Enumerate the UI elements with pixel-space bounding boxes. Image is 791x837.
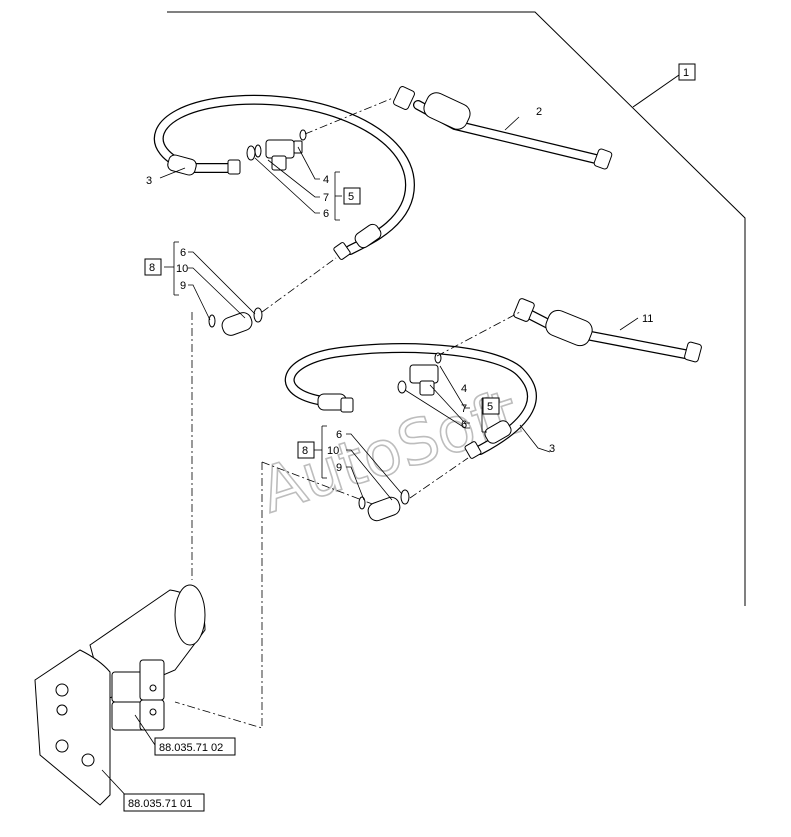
callout-7-upper: 7 [323, 192, 329, 204]
callout-2: 2 [536, 106, 542, 118]
callout-1: 1 [678, 63, 696, 81]
callout-8-lower-text: 8 [302, 445, 308, 457]
tee-fitting-lower [397, 352, 442, 396]
elbow-fitting-lower [358, 489, 410, 522]
callout-9-upper: 9 [180, 280, 186, 292]
callout-6-upper: 6 [323, 208, 329, 220]
hose-2-fittings [393, 86, 613, 170]
callout-10-lower: 10 [327, 445, 339, 457]
connection-lines-lower [261, 311, 521, 506]
callout-8-upper-text: 8 [149, 262, 155, 274]
callout-6-lower: 6 [461, 419, 467, 431]
callout-5-lower: 5 [482, 397, 500, 415]
reference-lower[interactable]: 88.035.71 01 [123, 793, 205, 812]
callout-11: 11 [642, 313, 653, 325]
callout-10-upper: 10 [176, 263, 188, 275]
leaders-lower [314, 317, 639, 501]
tee-fitting-upper [246, 129, 307, 171]
elbow-fitting-upper [208, 307, 263, 336]
callout-6-upper-b: 6 [180, 247, 186, 259]
assembly-frame [167, 11, 746, 606]
callout-8-lower: 8 [297, 441, 315, 459]
callout-8-upper: 8 [144, 258, 162, 276]
callout-4-upper: 4 [323, 174, 329, 186]
callout-7-lower: 7 [461, 403, 467, 415]
leaders-upper [159, 116, 520, 321]
reference-upper[interactable]: 88.035.71 02 [154, 737, 236, 756]
hose-3-upper-fittings [167, 154, 382, 260]
callout-1-text: 1 [683, 67, 689, 79]
valve-block [34, 584, 206, 806]
callout-5-upper-text: 5 [348, 191, 354, 203]
callout-5-lower-text: 5 [487, 401, 493, 413]
callout-5-upper: 5 [343, 187, 361, 205]
connection-lines-valve [174, 312, 263, 729]
hose-3-lower-fittings [317, 393, 512, 459]
callout-3-lower: 3 [549, 443, 555, 455]
callout-6-lower-b: 6 [336, 429, 342, 441]
reference-upper-text: 88.035.71 02 [159, 742, 223, 754]
connection-lines-upper [261, 97, 394, 313]
callout-9-lower: 9 [336, 462, 342, 474]
hose-3-upper [153, 94, 415, 255]
reference-lower-text: 88.035.71 01 [128, 798, 192, 810]
callout-4-lower: 4 [461, 383, 467, 395]
hose-11-fittings [513, 298, 702, 363]
hose-3-lower [284, 343, 537, 455]
callout-3-upper: 3 [146, 175, 152, 187]
